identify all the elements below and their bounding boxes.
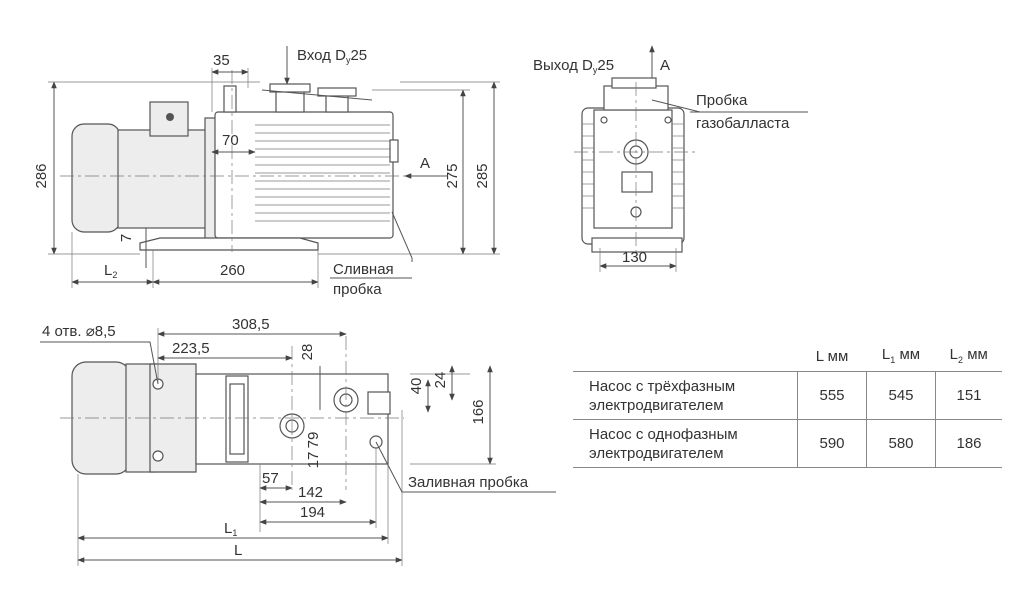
dim-260: 260: [220, 262, 245, 279]
dim-79: 79: [305, 432, 322, 449]
motor-fan-cover: [71, 123, 121, 233]
outlet-label: Выход Dу25: [533, 57, 614, 75]
dim-70: 70: [222, 132, 239, 149]
dim-223-5: 223,5: [172, 340, 210, 357]
gas-ballast-label-2: газобалласта: [696, 115, 790, 132]
drain-plug-label-2: пробка: [333, 281, 382, 298]
cell-L: 590: [797, 419, 867, 468]
dim-194: 194: [300, 504, 325, 521]
cell-L1: 580: [866, 419, 936, 468]
dim-57: 57: [262, 470, 279, 487]
cell-L2: 186: [935, 419, 1002, 468]
pump-body: [214, 111, 394, 239]
base-frame: [139, 237, 319, 251]
dim-308-5: 308,5: [232, 316, 270, 333]
cell-L2: 151: [935, 371, 1002, 420]
fill-plug-label: Заливная пробка: [408, 474, 529, 491]
dim-L: L: [234, 542, 242, 559]
dim-142: 142: [298, 484, 323, 501]
holes-label: 4 отв. ⌀8,5: [42, 323, 116, 340]
dim-286: 286: [33, 163, 50, 188]
col-L1-header: L1 мм: [881, 346, 921, 365]
view-a-label: A: [420, 155, 430, 172]
dim-166: 166: [470, 399, 487, 424]
col-L2-header: L2 мм: [949, 346, 988, 365]
view-a-top-label: A: [660, 57, 670, 74]
dim-28: 28: [299, 344, 316, 361]
dim-L2: L2: [104, 262, 117, 280]
side-view: 286 275 285 35 70 7 L2 260 Вход Dу25 A С…: [33, 46, 500, 298]
cell-L1: 545: [866, 371, 936, 420]
gas-ballast-label-1: Пробка: [696, 92, 748, 109]
drain-plug-label-1: Сливная: [333, 261, 394, 278]
front-view: 130 Выход Dу25 A Пробка газобалласта: [533, 45, 808, 272]
dim-7: 7: [118, 234, 135, 242]
cell-L: 555: [797, 371, 867, 420]
dim-130: 130: [622, 249, 647, 266]
dim-24: 24: [432, 372, 449, 389]
col-L-header: L мм: [815, 348, 849, 365]
dim-40: 40: [408, 378, 425, 395]
motor-body: [117, 129, 211, 229]
dim-17: 17: [305, 452, 322, 469]
dim-35: 35: [213, 52, 230, 69]
top-view: 4 отв. ⌀8,5 308,5 223,5 28 40 24 166 79 …: [40, 316, 556, 566]
dim-L1: L1: [224, 520, 237, 538]
dim-275: 275: [444, 163, 461, 188]
inlet-label: Вход Dу25: [297, 47, 367, 65]
dim-285: 285: [474, 163, 491, 188]
